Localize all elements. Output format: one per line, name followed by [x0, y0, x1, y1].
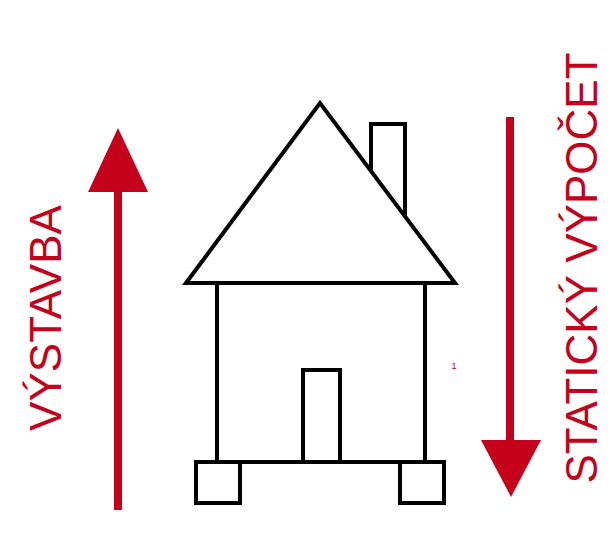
footing [400, 462, 444, 503]
arrow-shaft [114, 185, 122, 510]
house-body [217, 283, 425, 462]
house-drawing [186, 103, 455, 503]
callout-number: 1 [451, 362, 456, 371]
arrow-shaft [506, 117, 514, 447]
up-arrow [88, 128, 148, 510]
process-label: STATICKÝ VÝPOČET [560, 52, 604, 483]
arrow-head [88, 128, 148, 192]
footing [196, 462, 240, 503]
down-arrow [481, 117, 541, 497]
arrow-head [481, 440, 541, 497]
process-label: VÝSTAVBA [24, 205, 68, 431]
door [303, 370, 340, 462]
roof [186, 103, 455, 283]
